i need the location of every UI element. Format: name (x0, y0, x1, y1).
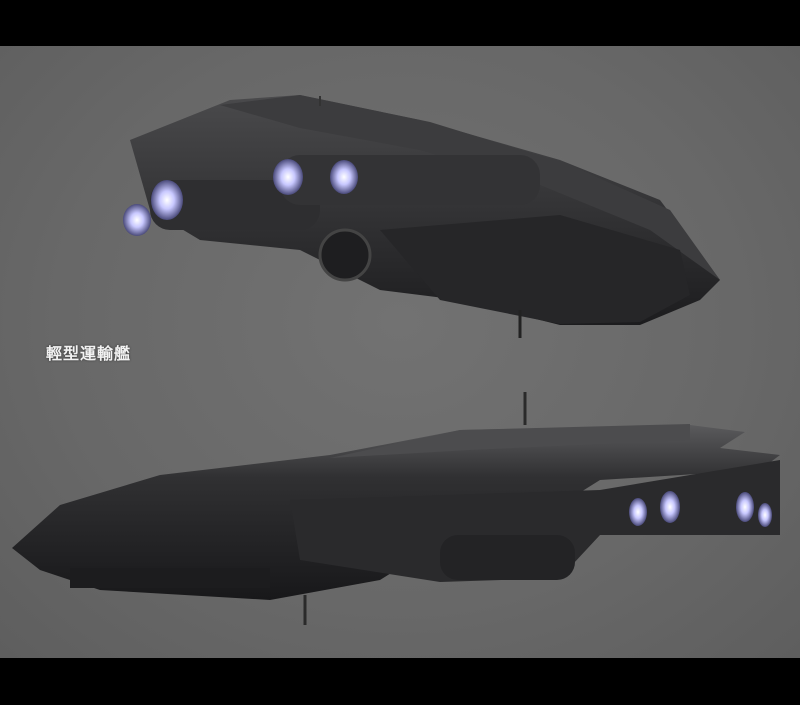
engine-glow (629, 491, 772, 527)
transport-ship-side-view (12, 392, 780, 625)
ship-caption: 輕型運輸艦 (46, 344, 132, 363)
engine-glow (123, 159, 358, 236)
transport-ship-top-view (123, 95, 720, 338)
